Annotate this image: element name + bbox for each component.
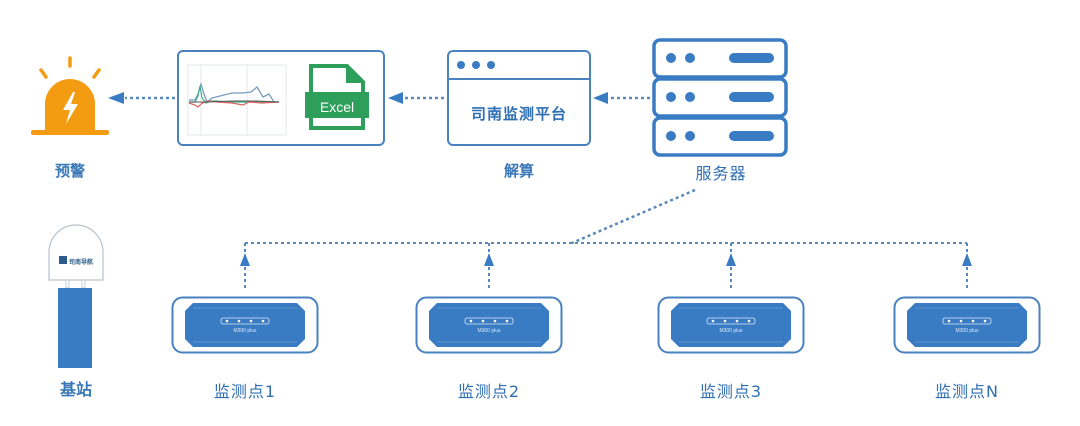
platform-title: 司南监测平台 [470,105,567,123]
drop-line-1 [240,243,250,288]
excel-label: Excel [319,99,355,115]
monitor-point-label: 监测点2 [457,382,521,401]
drop-line-3 [726,243,736,288]
monitor-point-1: M300 plus [171,296,319,354]
server-label: 服务器 [695,164,747,183]
arrow-server-to-platform [593,92,650,104]
platform-label: 解算 [503,162,534,180]
report-node: Excel [177,50,385,146]
alarm-siren-icon [31,56,109,135]
device-model-label: M300 plus [477,328,501,334]
line-chart-icon [187,64,287,136]
excel-file-icon [305,64,369,130]
bus-diagonal-line [571,188,696,245]
window-dot-icon [487,61,495,69]
gnss-antenna-icon [48,224,104,368]
server-node [652,38,788,158]
monitor-point-label: 监测点3 [699,382,763,401]
arrow-report-to-alert [108,92,175,104]
window-dot-icon [457,61,465,69]
alert-label: 预警 [54,162,85,180]
gnss-receiver-icon [415,296,563,354]
base-station-node: 司南导航 [46,222,106,370]
monitor-point-n: M300 plus [893,296,1041,354]
gnss-receiver-icon [171,296,319,354]
device-model-label: M300 plus [955,328,979,334]
base-station-label: 基站 [59,380,92,399]
base-station-brand: 司南导航 [69,259,94,266]
monitor-point-3: M300 plus [657,296,805,354]
server-rack-icon [652,38,788,157]
device-model-label: M300 plus [719,328,743,334]
platform-node: 司南监测平台 [447,50,591,146]
window-dot-icon [472,61,480,69]
drop-line-n [962,243,972,288]
monitor-point-2: M300 plus [415,296,563,354]
drop-line-2 [484,243,494,288]
gnss-receiver-icon [893,296,1041,354]
gnss-receiver-icon [657,296,805,354]
monitor-point-label: 监测点1 [213,382,277,401]
monitor-point-label: 监测点N [935,382,999,401]
device-model-label: M300 plus [233,328,257,334]
arrow-platform-to-report [388,92,444,104]
alert-node [25,52,115,142]
browser-window-icon [449,52,589,80]
